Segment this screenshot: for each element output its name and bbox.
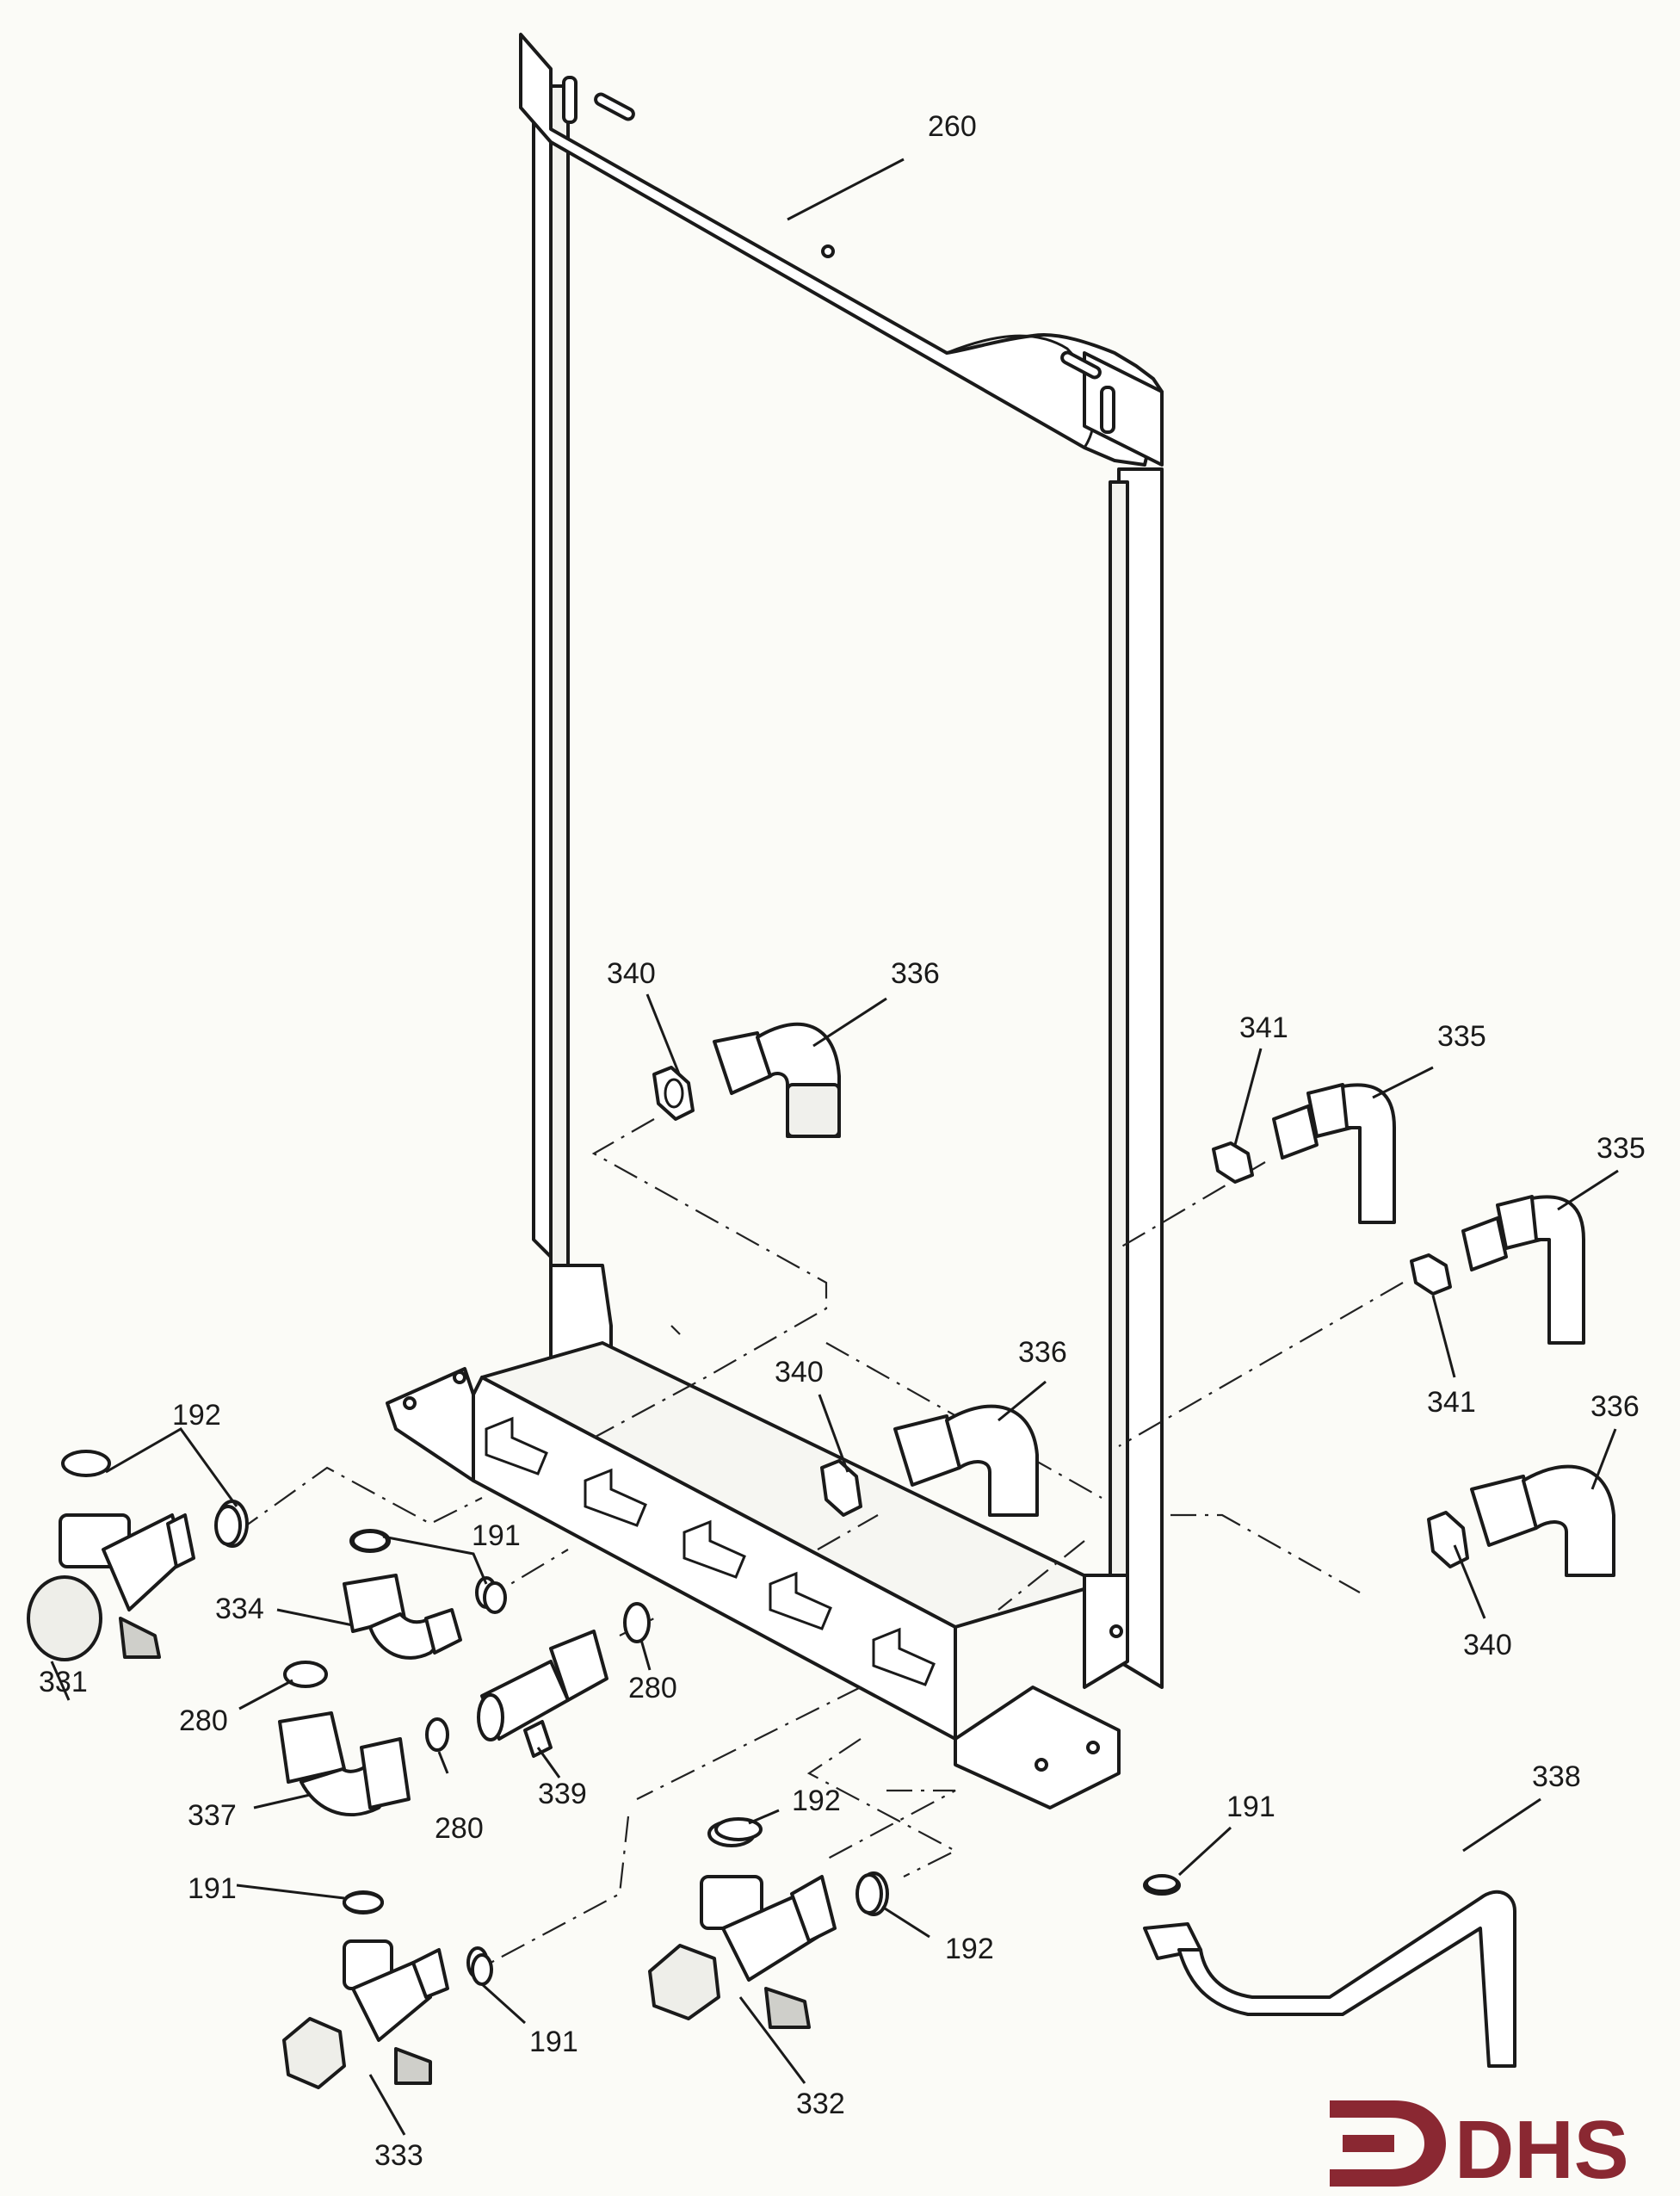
nut-340-upper xyxy=(652,1066,695,1121)
callout-340-middle: 340 xyxy=(775,1356,824,1389)
nut-340-middle xyxy=(820,1459,862,1517)
callout-339: 339 xyxy=(538,1778,587,1810)
callout-340-right: 340 xyxy=(1463,1629,1512,1661)
callout-335-upper: 335 xyxy=(1437,1020,1486,1053)
callout-191-upper: 191 xyxy=(472,1519,521,1552)
callout-191-right: 191 xyxy=(1226,1791,1275,1823)
callout-340-upper: 340 xyxy=(607,957,656,990)
leader-lines xyxy=(50,158,1619,2136)
callout-334: 334 xyxy=(215,1593,264,1625)
dhs-logo-mark xyxy=(1330,2100,1446,2187)
nut-340-right xyxy=(1427,1511,1469,1568)
elbow-335-upper xyxy=(1272,1083,1396,1224)
washer-280-b xyxy=(425,1717,449,1752)
washer-280-c xyxy=(623,1602,651,1643)
callout-337: 337 xyxy=(188,1799,237,1832)
pipe-338 xyxy=(1143,1875,1516,2068)
callout-191-bottom: 191 xyxy=(529,2026,578,2058)
dhs-logo: DHS xyxy=(1330,2100,1629,2196)
elbow-334 xyxy=(343,1529,497,1660)
elbow-335-lower xyxy=(1461,1195,1585,1345)
callout-336-middle: 336 xyxy=(1018,1336,1067,1369)
dhs-logo-text: DHS xyxy=(1455,2104,1629,2196)
callout-331: 331 xyxy=(39,1666,88,1698)
mounting-frame xyxy=(386,33,1164,1809)
callout-labels: 260 340 336 341 335 335 341 336 340 336 … xyxy=(39,110,1646,2172)
elbow-336-middle xyxy=(893,1404,1039,1517)
callout-341-lower: 341 xyxy=(1427,1386,1476,1419)
callout-260: 260 xyxy=(928,110,977,143)
callout-192-right: 192 xyxy=(945,1933,994,1965)
callout-332: 332 xyxy=(796,2088,845,2120)
elbow-337 xyxy=(278,1711,411,1817)
assembly-lines xyxy=(236,1118,1404,1964)
washer-rings xyxy=(214,1505,1179,1986)
valve-331 xyxy=(27,1450,249,1661)
nut-341-lower xyxy=(1410,1253,1452,1296)
callout-280-right: 280 xyxy=(628,1672,677,1704)
valve-333 xyxy=(282,1890,489,2089)
elbow-336-upper xyxy=(713,1022,841,1138)
callout-341-upper: 341 xyxy=(1239,1011,1288,1044)
nut-341-upper xyxy=(1212,1141,1254,1184)
callout-191-left: 191 xyxy=(188,1872,237,1905)
elbow-336-right xyxy=(1470,1464,1615,1577)
callout-335-lower: 335 xyxy=(1597,1132,1646,1165)
washer-280-a xyxy=(283,1661,328,1688)
callout-280-bottom: 280 xyxy=(435,1812,484,1845)
manifold-openings xyxy=(485,1416,936,1686)
valve-332 xyxy=(648,1820,889,2029)
callout-336-upper: 336 xyxy=(891,957,940,990)
callout-280-left: 280 xyxy=(179,1704,228,1737)
callout-192-left: 192 xyxy=(172,1399,221,1432)
callout-338: 338 xyxy=(1532,1760,1581,1793)
callout-192-top: 192 xyxy=(792,1785,841,1817)
callout-336-right: 336 xyxy=(1590,1390,1640,1423)
fitting-339 xyxy=(477,1630,608,1758)
callout-333: 333 xyxy=(374,2139,423,2172)
